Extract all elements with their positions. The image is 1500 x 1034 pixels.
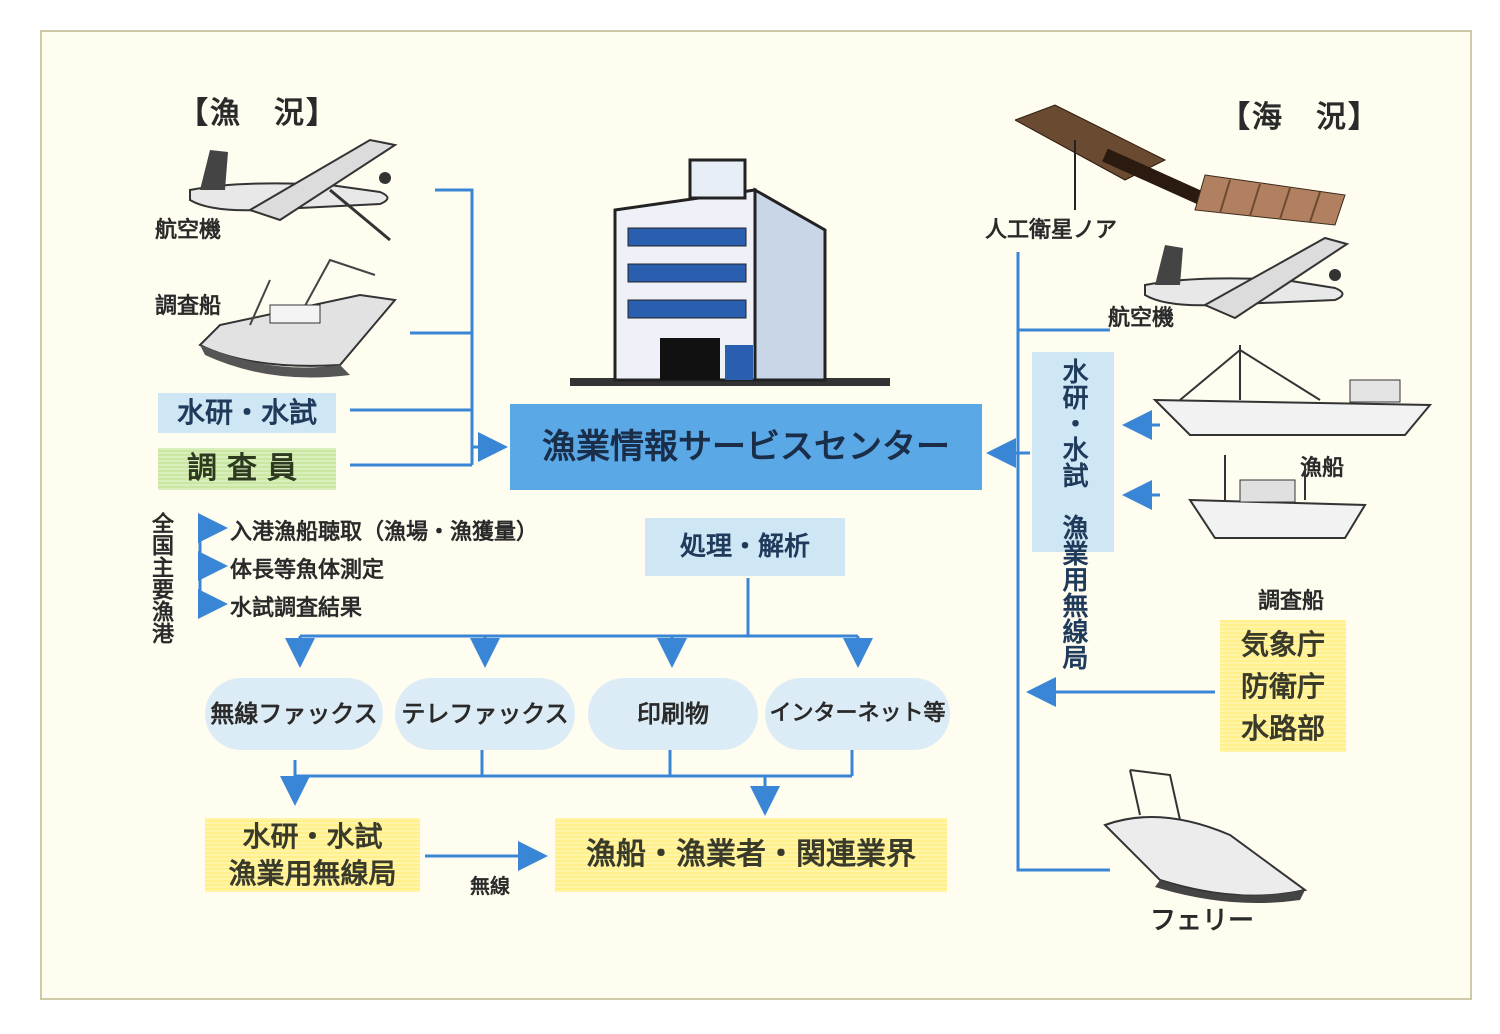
fishing-boat-icon: [1188, 455, 1367, 539]
radio-station-line: 漁業用無線局: [228, 857, 397, 890]
radio-label: 無線: [470, 874, 510, 898]
lab-radio-station-label: 水研・水試 漁業用無線局: [1058, 358, 1088, 670]
lab-radio-station-box: 水研・水試 漁業用無線局: [1032, 352, 1114, 670]
noaa-satellite-label: 人工衛星ノア: [985, 218, 1118, 243]
fishing-conditions-header: 【漁 況】: [178, 96, 338, 131]
aircraft-icon: [1144, 236, 1350, 320]
left-bracket-line: [435, 188, 474, 465]
agencies-box: 気象庁 防衛庁 水路部: [1220, 620, 1346, 752]
fishery-info-service-center-box: 漁業情報サービスセンター: [510, 404, 982, 490]
ocean-conditions-header: 【海 況】: [1220, 100, 1380, 135]
port-item-lab-results: 水試調査結果: [230, 596, 363, 621]
port-item-landing-survey: 入港漁船聴取（漁場・漁獲量）: [230, 520, 539, 545]
output-telefax: テレファックス: [395, 678, 575, 750]
ferry-icon: [1103, 769, 1308, 904]
left-aircraft-label: 航空機: [155, 218, 222, 243]
port-item-body-measure: 体長等魚体測定: [230, 558, 385, 583]
fishing-boat-icon: [1152, 345, 1433, 436]
survey-ship-icon: [198, 258, 397, 378]
labs-box: 水研・水試: [158, 393, 336, 433]
labs-radio-station-box: 水研・水試 漁業用無線局: [205, 818, 420, 892]
left-survey-ship-label: 調査船: [155, 294, 222, 319]
jma-label: 気象庁: [1240, 628, 1325, 661]
right-aircraft-label: 航空機: [1108, 306, 1175, 331]
labs-line: 水研・水試: [242, 820, 383, 853]
output-printed: 印刷物: [588, 678, 758, 750]
output-radio-fax: 無線ファックス: [205, 678, 383, 750]
satellite-icon: [1015, 104, 1346, 226]
ferry-label: フェリー: [1150, 906, 1255, 936]
major-ports-label: 全国主要漁港: [148, 512, 173, 644]
fishing-boat-label: 漁船: [1300, 456, 1345, 481]
hydrographic-dept-label: 水路部: [1240, 712, 1325, 745]
output-internet: インターネット等: [765, 678, 950, 750]
building-icon: [570, 158, 890, 386]
fishing-boats-industry-box: 漁船・漁業者・関連業界: [555, 818, 947, 892]
right-survey-ship-label: 調査船: [1258, 589, 1325, 614]
aircraft-icon: [189, 138, 398, 242]
investigators-box: 調査員: [158, 448, 336, 490]
defense-agency-label: 防衛庁: [1240, 670, 1325, 703]
processing-analysis-box: 処理・解析: [645, 518, 845, 576]
